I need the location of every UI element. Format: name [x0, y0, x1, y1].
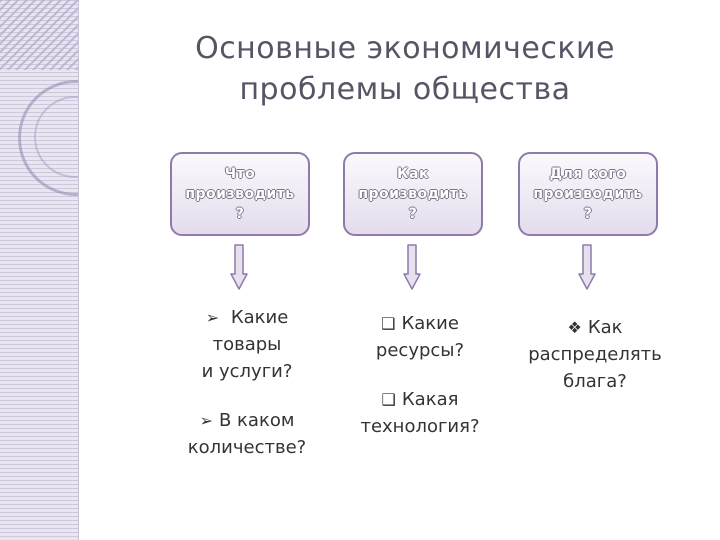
- answer-item: ❑ Какие ресурсы?: [345, 310, 495, 364]
- box-line: ?: [236, 204, 245, 224]
- answer-line: товары: [172, 331, 322, 358]
- answer-line: распределять: [515, 341, 675, 368]
- title-line-2: проблемы общества: [150, 69, 660, 110]
- answer-line: блага?: [515, 368, 675, 395]
- arrow-bullet-icon: ➢: [200, 411, 213, 430]
- answer-item: ❑ Какая технология?: [345, 386, 495, 440]
- answer-line: ресурсы?: [345, 337, 495, 364]
- answer-item: ➢ В каком количестве?: [172, 407, 322, 461]
- answer-line: Какие: [401, 313, 458, 334]
- answer-line: технология?: [345, 413, 495, 440]
- answer-item: ➢ Какие товары и услуги?: [172, 304, 322, 385]
- slide-title: Основные экономические проблемы общества: [150, 28, 660, 110]
- answers-column-what: ➢ Какие товары и услуги? ➢ В каком количе…: [172, 304, 322, 461]
- box-line: Что: [225, 164, 256, 184]
- answer-line: В каком: [219, 410, 294, 431]
- box-line: ?: [584, 204, 593, 224]
- down-arrow-icon: [578, 244, 596, 290]
- box-line: производить: [358, 184, 467, 204]
- question-box-how: Как производить ?: [343, 152, 483, 236]
- answer-item: ❖ Как распределять блага?: [515, 314, 675, 395]
- arrow-bullet-icon: ➢: [206, 308, 219, 327]
- box-line: ?: [409, 204, 418, 224]
- title-line-1: Основные экономические: [150, 28, 660, 69]
- decorative-hatched-square: [0, 0, 78, 70]
- down-arrow-icon: [403, 244, 421, 290]
- question-box-for-whom: Для кого производить ?: [518, 152, 658, 236]
- answer-line: количестве?: [172, 434, 322, 461]
- box-line: Как: [397, 164, 429, 184]
- box-line: производить: [185, 184, 294, 204]
- answer-line: и услуги?: [172, 358, 322, 385]
- answers-column-how: ❑ Какие ресурсы? ❑ Какая технология?: [345, 310, 495, 440]
- box-line: производить: [533, 184, 642, 204]
- decorative-sidebar: [0, 0, 79, 540]
- answer-line: Какая: [402, 389, 459, 410]
- answer-line: Какие: [231, 307, 288, 328]
- down-arrow-icon: [230, 244, 248, 290]
- question-box-what: Что производить ?: [170, 152, 310, 236]
- answer-line: Как: [588, 317, 623, 338]
- square-bullet-icon: ❑: [381, 314, 395, 333]
- diamond-bullet-icon: ❖: [567, 318, 581, 337]
- answers-column-for-whom: ❖ Как распределять блага?: [515, 314, 675, 395]
- box-line: Для кого: [550, 164, 627, 184]
- square-bullet-icon: ❑: [382, 390, 396, 409]
